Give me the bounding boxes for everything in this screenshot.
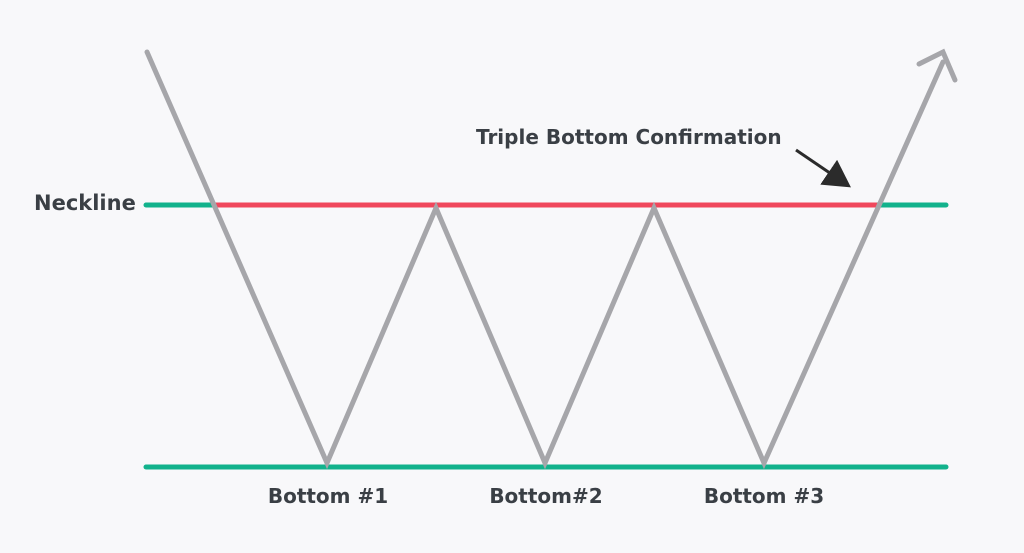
confirmation-arrow — [795, 148, 851, 188]
price-path-arrowhead — [916, 48, 958, 83]
confirmation-label: Triple Bottom Confirmation — [476, 125, 782, 149]
price-path — [144, 49, 946, 470]
neckline-label: Neckline — [34, 191, 136, 215]
bottom-1-label: Bottom #1 — [268, 484, 388, 508]
bottom-3-label: Bottom #3 — [704, 484, 824, 508]
bottom-2-label: Bottom#2 — [489, 484, 602, 508]
